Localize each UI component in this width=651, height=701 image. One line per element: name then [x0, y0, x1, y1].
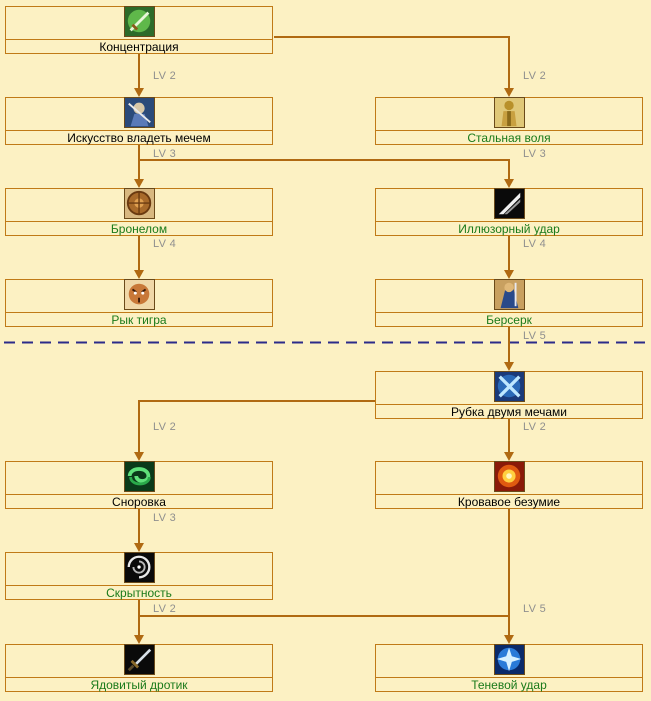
arrowhead-illusory-strike [504, 179, 514, 188]
level-label: LV 2 [523, 70, 547, 82]
node-divider [6, 585, 272, 586]
connector-swordsmanship-to-illusory-strike [139, 159, 510, 183]
skill-node-swordsmanship[interactable]: Искусство владеть мечем [5, 97, 273, 145]
node-divider [6, 494, 272, 495]
connector-concentration-to-steel-will [274, 36, 510, 92]
node-divider [376, 677, 642, 678]
arrowhead-dexterity [134, 452, 144, 461]
level-label: LV 2 [153, 70, 177, 82]
skill-node-concentration[interactable]: Концентрация [5, 6, 273, 54]
node-divider [376, 404, 642, 405]
level-label: LV 4 [523, 238, 547, 250]
arrowhead-poison-dart [134, 635, 144, 644]
skill-node-poison-dart[interactable]: Ядовитый дротик [5, 644, 273, 692]
node-divider [376, 312, 642, 313]
level-label: LV 2 [153, 603, 177, 615]
arrowhead-helmbreaker [134, 179, 144, 188]
level-label: LV 3 [153, 148, 177, 160]
dagger-icon [124, 644, 155, 675]
level-label: LV 5 [523, 330, 547, 342]
node-divider [6, 39, 272, 40]
skill-label: Теневой удар [471, 678, 547, 692]
blue-star-icon [494, 644, 525, 675]
arrowhead-swordsmanship [134, 88, 144, 97]
node-divider [6, 312, 272, 313]
skill-node-stealth[interactable]: Скрытность [5, 552, 273, 600]
arrowhead-stealth [134, 543, 144, 552]
skill-label: Стальная воля [467, 131, 551, 145]
arrowhead-dual-slash [504, 362, 514, 371]
level-label: LV 4 [153, 238, 177, 250]
arrowhead-steel-will [504, 88, 514, 97]
skill-node-tiger-roar[interactable]: Рык тигра [5, 279, 273, 327]
arrowhead-tiger-roar [134, 270, 144, 279]
level-label: LV 3 [153, 512, 177, 524]
skill-label: Кровавое безумие [457, 495, 561, 509]
skill-node-dual-slash[interactable]: Рубка двумя мечами [375, 371, 643, 419]
connector-dual-slash-to-dexterity [138, 400, 375, 456]
skill-node-illusory-strike[interactable]: Иллюзорный удар [375, 188, 643, 236]
skill-label: Сноровка [112, 495, 166, 509]
skill-label: Рык тигра [111, 313, 167, 327]
skill-label: Концентрация [99, 40, 179, 54]
skill-label: Ядовитый дротик [90, 678, 188, 692]
node-divider [376, 130, 642, 131]
round-shield-icon [124, 188, 155, 219]
tiger-icon [124, 279, 155, 310]
slash-icon [494, 188, 525, 219]
level-label: LV 2 [523, 421, 547, 433]
fire-burst-icon [494, 461, 525, 492]
skill-label: Рубка двумя мечами [451, 405, 567, 419]
berserker-icon [494, 279, 525, 310]
vortex-icon [124, 552, 155, 583]
sword-green-icon [124, 6, 155, 37]
swordsman-icon [124, 97, 155, 128]
node-divider [376, 494, 642, 495]
level-label: LV 3 [523, 148, 547, 160]
node-divider [6, 677, 272, 678]
arrowhead-berserk [504, 270, 514, 279]
arrowhead-blood-frenzy [504, 452, 514, 461]
node-divider [6, 221, 272, 222]
skill-node-helmbreaker[interactable]: Бронелом [5, 188, 273, 236]
skill-node-shadow-strike[interactable]: Теневой удар [375, 644, 643, 692]
skill-label: Берсерк [486, 313, 532, 327]
green-swirl-icon [124, 461, 155, 492]
skill-node-berserk[interactable]: Берсерк [375, 279, 643, 327]
arrowhead-shadow-strike [504, 635, 514, 644]
skill-label: Бронелом [110, 222, 168, 236]
golden-armor-icon [494, 97, 525, 128]
crossed-swords-icon [494, 371, 525, 402]
skill-label: Иллюзорный удар [458, 222, 560, 236]
skill-node-dexterity[interactable]: Сноровка [5, 461, 273, 509]
skill-label: Искусство владеть мечем [67, 131, 211, 145]
level-label: LV 5 [523, 603, 547, 615]
skill-node-blood-frenzy[interactable]: Кровавое безумие [375, 461, 643, 509]
level-label: LV 2 [153, 421, 177, 433]
skill-node-steel-will[interactable]: Стальная воля [375, 97, 643, 145]
node-divider [6, 130, 272, 131]
skill-label: Скрытность [106, 586, 172, 600]
node-divider [376, 221, 642, 222]
